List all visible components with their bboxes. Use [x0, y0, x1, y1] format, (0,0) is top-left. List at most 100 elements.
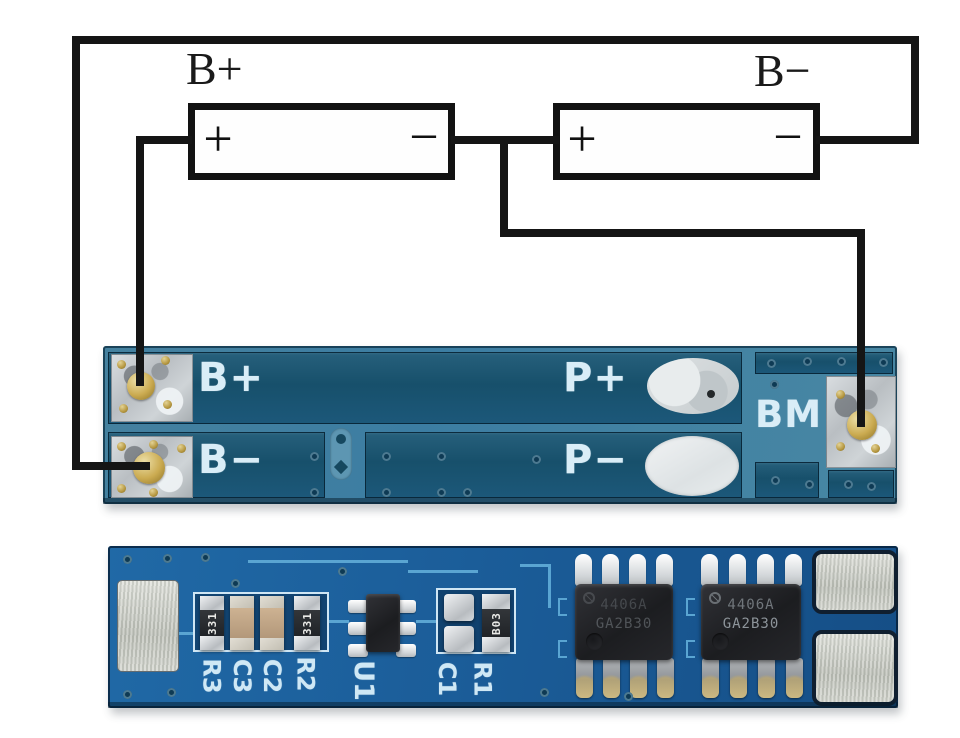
wire-top-rail — [72, 36, 919, 44]
via — [770, 380, 779, 389]
solder-dot — [119, 404, 128, 413]
left-tinned-pad — [117, 580, 179, 672]
via — [540, 688, 549, 697]
via — [167, 688, 176, 697]
via — [123, 555, 132, 564]
wire-b-minus-to-pad — [76, 462, 150, 470]
chip-lead — [576, 658, 593, 698]
battery1-positive-terminal: + — [203, 111, 233, 168]
resistor-r1: B03 — [482, 594, 510, 652]
chip-lead — [602, 554, 619, 586]
via — [771, 476, 780, 485]
copper-trace — [329, 620, 349, 623]
chip-lead — [575, 554, 592, 586]
right-tinned-pad-bottom — [812, 630, 898, 706]
chip-lead — [656, 554, 673, 586]
silk-c1: C1 — [433, 661, 461, 697]
chip-lead — [702, 658, 719, 698]
solder-dot — [177, 444, 186, 453]
chip-lead — [701, 554, 718, 586]
via — [803, 357, 812, 366]
via — [624, 692, 633, 701]
pcb-top-view: B+ P+ B− P− BM — [103, 346, 897, 504]
via — [310, 452, 319, 461]
chip-marking: 4406A GA2B30 — [722, 597, 780, 632]
chip-lead — [730, 658, 747, 698]
copper-trace — [416, 620, 436, 623]
silk-p-plus: P+ — [563, 355, 628, 401]
via — [231, 579, 240, 588]
copper-trace — [558, 598, 567, 616]
chip-lead — [396, 644, 416, 657]
via — [382, 452, 391, 461]
via — [532, 455, 541, 464]
via — [844, 480, 853, 489]
via — [437, 452, 446, 461]
resistor-marking: 331 — [200, 610, 224, 636]
via — [867, 482, 876, 491]
wire-bat1-positive-v — [136, 136, 144, 386]
schematic-b-minus-label: B− — [754, 45, 811, 96]
silk-r3: R3 — [198, 658, 226, 694]
solder-dot — [836, 390, 845, 399]
copper-trace — [686, 598, 695, 616]
mosfet-chip-1: 4406A GA2B30 — [575, 584, 673, 660]
battery2-box — [553, 103, 820, 180]
capacitor-c1-pad — [444, 626, 474, 652]
pcb-bottom-view: 331 331 R3 C3 C2 R2 U1 — [108, 546, 898, 708]
chip-lead — [396, 622, 416, 635]
via — [382, 488, 391, 497]
capacitor-cap — [230, 638, 254, 650]
resistor-cap — [200, 596, 224, 610]
silk-p-minus: P− — [563, 437, 628, 483]
top-strip — [108, 352, 742, 424]
p-plus-pad-hole — [707, 390, 715, 398]
via — [163, 554, 172, 563]
pin1-dimple — [586, 633, 603, 650]
silk-bm: BM — [755, 393, 823, 436]
solder-dot — [161, 356, 170, 365]
resistor-r2: 331 — [294, 596, 320, 650]
resistor-cap — [294, 596, 320, 610]
chip-logo-icon — [709, 592, 721, 604]
chip-lead — [348, 644, 368, 657]
capacitor-cap — [230, 596, 254, 608]
via — [338, 567, 347, 576]
silk-r2: R2 — [292, 656, 320, 692]
battery2-negative-terminal: − — [773, 109, 803, 166]
chip-lead — [785, 554, 802, 586]
wire-left-rail — [72, 36, 80, 470]
p-minus-oval-pad — [645, 436, 739, 496]
capacitor-c2 — [260, 596, 284, 650]
silk-c3: C3 — [228, 658, 256, 694]
chip-lead — [348, 600, 368, 613]
solder-dot — [117, 442, 126, 451]
p-plus-oval-pad — [647, 358, 739, 414]
copper-trace — [686, 640, 695, 658]
board-edge-shadow — [103, 498, 897, 504]
via — [879, 358, 888, 367]
board-edge-shadow — [108, 702, 898, 708]
chip-lead — [657, 658, 674, 698]
battery1-negative-terminal: − — [409, 109, 439, 166]
via — [310, 488, 319, 497]
solder-dot — [117, 360, 126, 369]
copper-trace — [520, 564, 550, 567]
pin1-dimple — [712, 633, 729, 650]
copper-trace — [248, 560, 408, 563]
via — [463, 488, 472, 497]
silk-c2: C2 — [258, 658, 286, 694]
resistor-cap — [482, 594, 510, 609]
chip-marking: 4406A GA2B30 — [595, 597, 653, 632]
chip-lead — [630, 658, 647, 698]
solder-dot — [149, 440, 158, 449]
copper-trace — [548, 564, 551, 608]
silk-r1: R1 — [469, 661, 497, 697]
resistor-r3: 331 — [200, 596, 224, 650]
sot23-chip-u1 — [366, 594, 400, 652]
capacitor-c3 — [230, 596, 254, 650]
wire-bm-horizontal — [500, 229, 864, 237]
right-tinned-pad-top — [812, 550, 898, 614]
chip-lead — [603, 658, 620, 698]
